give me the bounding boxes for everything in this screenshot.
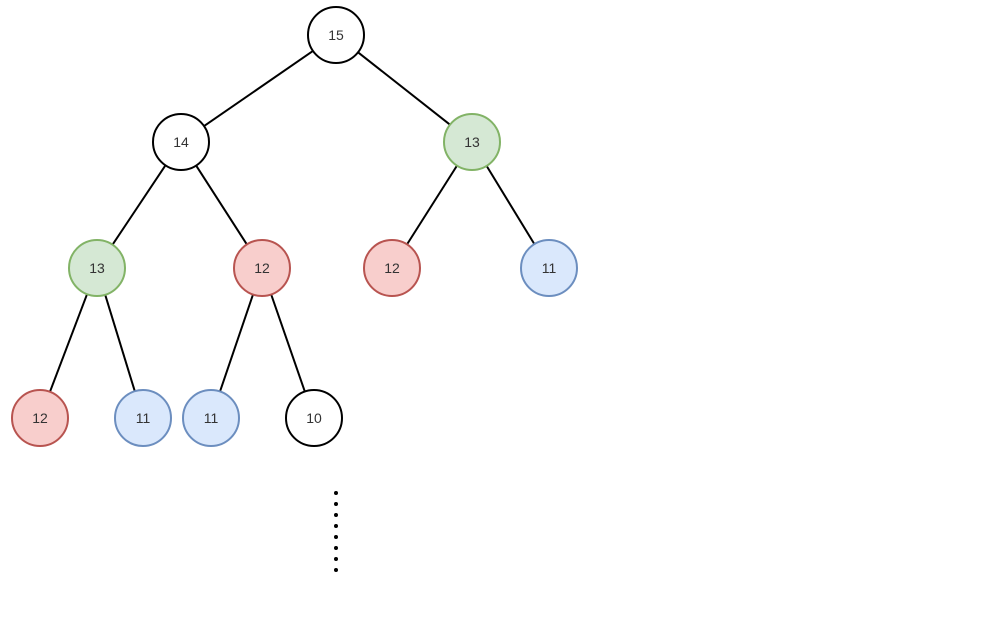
edge-n13l-n11a	[104, 294, 136, 392]
edge-n12m-n11b	[219, 294, 254, 392]
tree-node-n15: 15	[307, 6, 365, 64]
tree-node-n10: 10	[285, 389, 343, 447]
node-circle	[68, 239, 126, 297]
node-circle	[443, 113, 501, 171]
node-label: 13	[464, 134, 480, 150]
node-circle	[520, 239, 578, 297]
node-label: 12	[32, 410, 48, 426]
node-label: 12	[254, 260, 270, 276]
node-circle	[233, 239, 291, 297]
nodes: 15 14 13 13 12 12 11 12 11 11 10	[11, 6, 578, 447]
node-circle	[307, 6, 365, 64]
node-label: 14	[173, 134, 189, 150]
node-label: 10	[306, 410, 322, 426]
edge-n12m-n10	[270, 294, 306, 392]
tree-node-n11r: 11	[520, 239, 578, 297]
edge-n14-n12m	[195, 165, 248, 245]
edge-n13l-n12ll	[49, 293, 88, 393]
node-circle	[114, 389, 172, 447]
node-circle	[11, 389, 69, 447]
edge-n15-n14	[203, 50, 314, 127]
edges	[49, 50, 536, 393]
tree-node-n12m: 12	[233, 239, 291, 297]
node-circle	[182, 389, 240, 447]
edge-n14-n13l	[111, 164, 167, 246]
tree-node-n11b: 11	[182, 389, 240, 447]
node-circle	[285, 389, 343, 447]
tree-node-n13r: 13	[443, 113, 501, 171]
node-label: 11	[542, 260, 557, 276]
node-label: 12	[384, 260, 400, 276]
edge-n15-n13r	[357, 51, 451, 126]
tree-node-n12ll: 12	[11, 389, 69, 447]
tree-node-n12r: 12	[363, 239, 421, 297]
node-label: 11	[136, 410, 151, 426]
tree-node-n11a: 11	[114, 389, 172, 447]
node-label: 13	[89, 260, 105, 276]
tree-node-n14: 14	[152, 113, 210, 171]
edge-n13r-n11r	[485, 165, 536, 245]
tree-node-n13l: 13	[68, 239, 126, 297]
node-circle	[152, 113, 210, 171]
edge-n13r-n12r	[406, 165, 458, 245]
node-label: 11	[204, 410, 219, 426]
node-circle	[363, 239, 421, 297]
node-label: 15	[328, 27, 344, 43]
